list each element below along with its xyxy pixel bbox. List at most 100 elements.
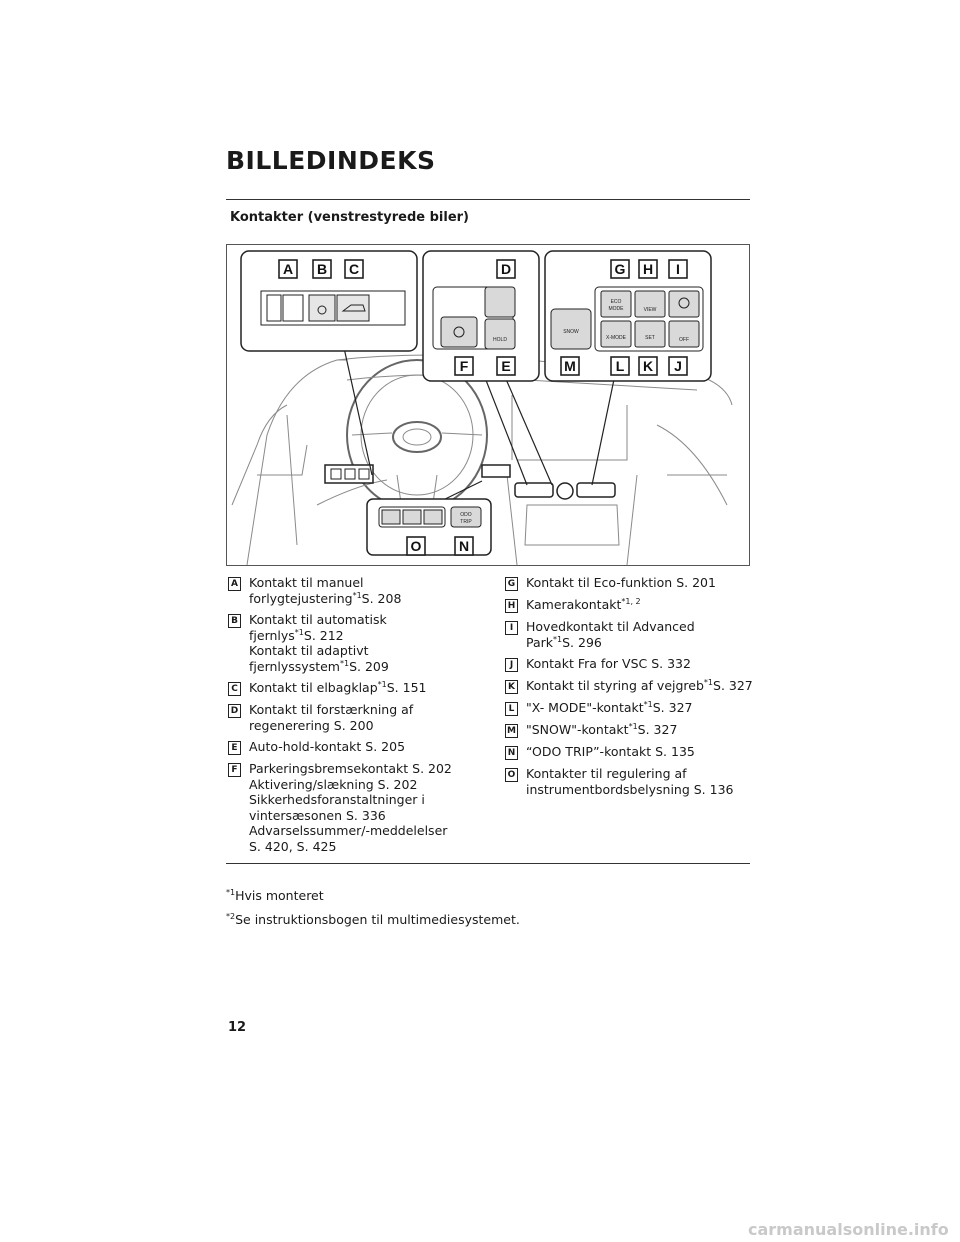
legend-item-m: M "SNOW"-kontakt*1S. 327: [505, 722, 755, 738]
legend-line: "SNOW"-kontakt*1S. 327: [526, 721, 678, 737]
legend-line: vintersæsonen S. 336: [249, 807, 386, 823]
legend-line: Parkeringsbremsekontakt S. 202: [249, 761, 452, 776]
page-title: BILLEDINDEKS: [226, 146, 436, 175]
callout-label-l: L: [610, 356, 630, 376]
callout-label-h: H: [638, 259, 658, 279]
legend-line: Sikkerhedsforanstaltninger i: [249, 792, 425, 807]
callout-label-j: J: [668, 356, 688, 376]
legend-line: fjernlys*1S. 212: [249, 627, 344, 643]
callout-label-n: N: [454, 536, 474, 556]
legend-line: Kontakt Fra for VSC S. 332: [526, 656, 691, 671]
legend-letter-box: O: [505, 768, 518, 782]
legend-letter-box: B: [228, 614, 241, 628]
callout-label-a: A: [278, 259, 298, 279]
callout-label-g: G: [610, 259, 630, 279]
legend-letter-box: G: [505, 577, 518, 591]
switch-set-text: SET: [645, 335, 655, 341]
switch-xmode-text: X-MODE: [606, 335, 627, 341]
legend-item-e: E Auto-hold-kontakt S. 205: [228, 739, 478, 755]
legend-line: “ODO TRIP”-kontakt S. 135: [526, 744, 695, 759]
legend-letter-box: J: [505, 658, 518, 672]
switch-hold-text: HOLD: [493, 337, 507, 343]
watermark: carmanualsonline.info: [748, 1220, 949, 1239]
callout-label-k: K: [638, 356, 658, 376]
legend-letter-box: D: [228, 704, 241, 718]
svg-text:E: E: [501, 358, 510, 374]
legend-line: forlygtejustering*1S. 208: [249, 590, 402, 606]
footnote-2: *2Se instruktionsbogen til multimediesys…: [226, 911, 520, 927]
legend-line: Park*1S. 296: [526, 634, 602, 650]
footnote-1: *1Hvis monteret: [226, 887, 324, 903]
svg-text:J: J: [674, 358, 682, 374]
legend-item-j: J Kontakt Fra for VSC S. 332: [505, 656, 755, 672]
legend-item-n: N “ODO TRIP”-kontakt S. 135: [505, 744, 755, 760]
callout-label-o: O: [406, 536, 426, 556]
legend-letter-box: I: [505, 621, 518, 635]
legend-line: Auto-hold-kontakt S. 205: [249, 739, 406, 754]
callout-label-f: F: [454, 356, 474, 376]
legend-line: S. 420, S. 425: [249, 838, 337, 854]
legend-letter-box: M: [505, 724, 518, 738]
legend-letter-box: L: [505, 702, 518, 716]
legend-line: Aktivering/slækning S. 202: [249, 776, 418, 792]
svg-text:F: F: [460, 358, 469, 374]
legend-line: Kontakt til automatisk: [249, 612, 387, 627]
switch-view-text: VIEW: [644, 307, 657, 313]
legend-line: "X- MODE"-kontakt*1S. 327: [526, 699, 693, 715]
legend-line: Kontakt til forstærkning af: [249, 702, 414, 717]
svg-text:M: M: [564, 358, 576, 374]
switch-eco-text: ECO: [611, 299, 622, 305]
legend-letter-box: C: [228, 682, 241, 696]
callout-label-m: M: [560, 356, 580, 376]
svg-text:O: O: [411, 538, 422, 554]
switch-trip-text: TRIP: [460, 519, 472, 525]
legend-line: Kontakt til styring af vejgreb*1S. 327: [526, 677, 753, 693]
svg-text:G: G: [615, 261, 626, 277]
dashboard-illustration: HOLD SNOW ECO MODE VIEW X-MODE SET OFF O…: [226, 244, 750, 566]
legend-letter-box: A: [228, 577, 241, 591]
svg-text:L: L: [616, 358, 625, 374]
svg-text:H: H: [643, 261, 653, 277]
legend-item-g: G Kontakt til Eco-funktion S. 201: [505, 575, 755, 591]
section-subtitle: Kontakter (venstrestyrede biler): [230, 210, 469, 225]
legend-item-l: L "X- MODE"-kontakt*1S. 327: [505, 700, 755, 716]
dashboard-drawing: HOLD SNOW ECO MODE VIEW X-MODE SET OFF O…: [231, 250, 733, 565]
callout-label-i: I: [668, 259, 688, 279]
callout-label-e: E: [496, 356, 516, 376]
svg-text:D: D: [501, 261, 511, 277]
switch-off-text: OFF: [679, 337, 689, 343]
title-divider: [226, 199, 750, 200]
svg-text:C: C: [349, 261, 359, 277]
legend-line: Kontakter til regulering af: [526, 766, 687, 781]
legend-letter-box: E: [228, 741, 241, 755]
svg-text:A: A: [283, 261, 293, 277]
callout-label-c: C: [344, 259, 364, 279]
callout-label-b: B: [312, 259, 332, 279]
legend-item-k: K Kontakt til styring af vejgreb*1S. 327: [505, 678, 755, 694]
svg-text:B: B: [317, 261, 327, 277]
legend-letter-box: H: [505, 599, 518, 613]
legend-line: instrumentbordsbelysning S. 136: [526, 781, 734, 797]
legend-letter-box: N: [505, 746, 518, 760]
legend-letter-box: K: [505, 680, 518, 694]
legend-line: Advarselssummer/-meddelelser: [249, 823, 448, 838]
bottom-divider: [226, 863, 750, 864]
legend-letter-box: F: [228, 763, 241, 777]
legend-line: Kontakt til Eco-funktion S. 201: [526, 575, 716, 590]
svg-text:K: K: [643, 358, 653, 374]
legend-line: Hovedkontakt til Advanced: [526, 619, 695, 634]
switch-eco-mode-text: MODE: [609, 306, 625, 312]
switch-odo-text: ODO: [460, 512, 472, 518]
svg-text:N: N: [459, 538, 469, 554]
legend-line: fjernlyssystem*1S. 209: [249, 658, 389, 674]
